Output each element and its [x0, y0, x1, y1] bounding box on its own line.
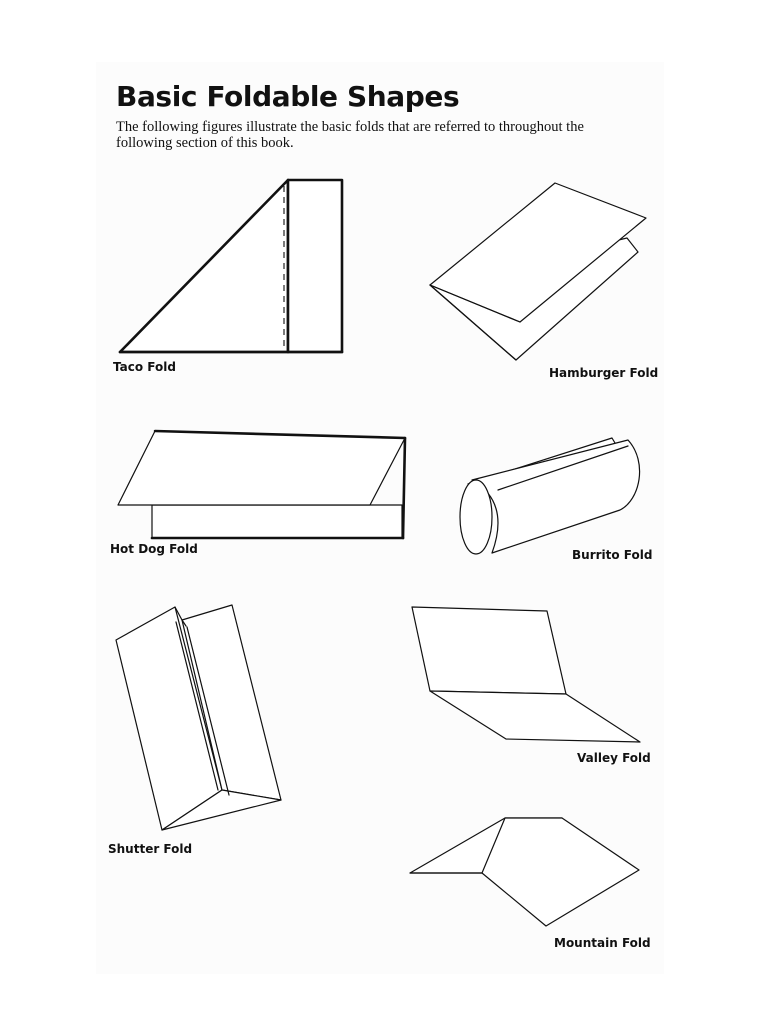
taco-fold-label: Taco Fold: [113, 360, 176, 374]
shutter-fold-figure: [116, 605, 281, 830]
hamburger-fold-figure: [430, 183, 646, 360]
shutter-fold-label: Shutter Fold: [108, 842, 192, 856]
mountain-fold-figure: [410, 818, 639, 926]
taco-fold-figure: [120, 180, 342, 352]
hot-dog-fold-label: Hot Dog Fold: [110, 542, 198, 556]
valley-fold-figure: [412, 607, 640, 742]
hamburger-fold-label: Hamburger Fold: [549, 366, 658, 380]
hot-dog-fold-figure: [118, 431, 405, 538]
valley-fold-label: Valley Fold: [577, 751, 651, 765]
burrito-fold-figure: [460, 438, 640, 554]
burrito-fold-label: Burrito Fold: [572, 548, 652, 562]
mountain-fold-label: Mountain Fold: [554, 936, 651, 950]
